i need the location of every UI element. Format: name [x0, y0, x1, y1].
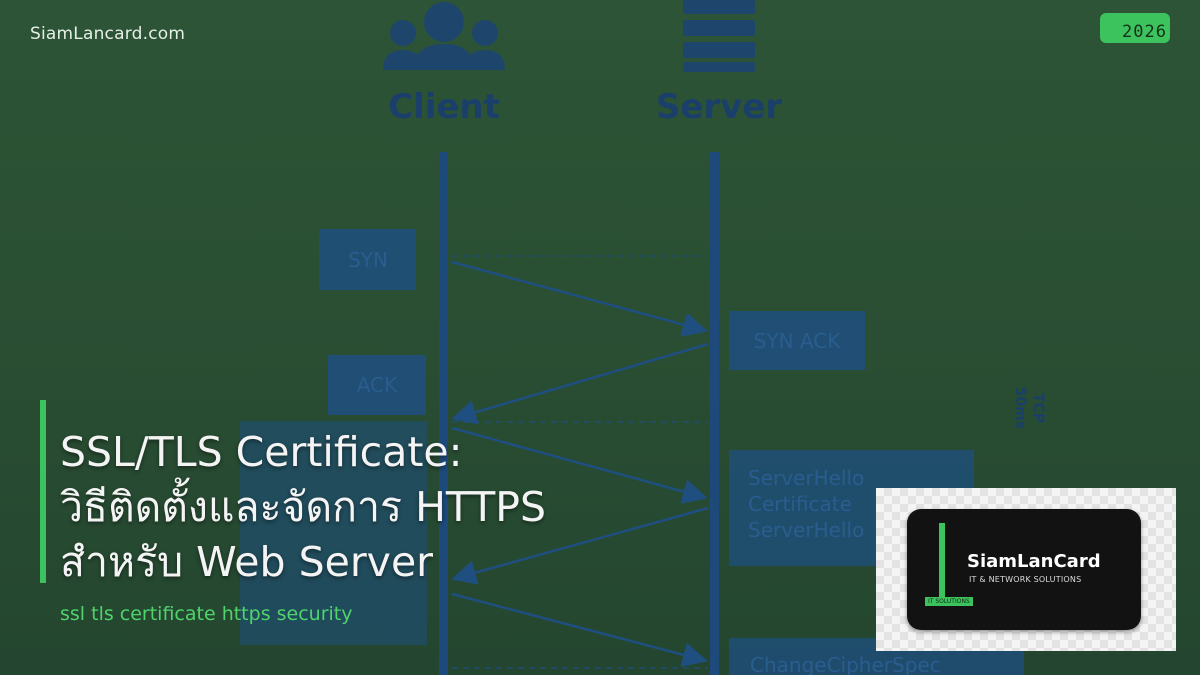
syn-box: SYN: [319, 229, 416, 290]
syn-label: SYN: [348, 248, 388, 272]
server-label: Server: [656, 87, 783, 127]
tcp-note: TCP: [1030, 393, 1046, 423]
client-label: Client: [388, 87, 500, 127]
brand-logo: SiamLanCard IT & NETWORK SOLUTIONS IT SO…: [876, 488, 1176, 651]
logo-card-inner: SiamLanCard IT & NETWORK SOLUTIONS IT SO…: [907, 509, 1141, 630]
article-title: SSL/TLS Certificate: วิธีติดตั้งและจัดกา…: [60, 425, 546, 590]
ack-label: ACK: [357, 373, 398, 397]
article-tags: ssl tls certificate https security: [60, 603, 353, 625]
logo-name: SiamLanCard: [967, 551, 1101, 572]
server-hello-line-3: ServerHello: [748, 518, 864, 542]
server-rack-icon: [683, 0, 755, 72]
title-line-2: วิธีติดตั้งและจัดการ HTTPS: [60, 483, 547, 531]
logo-stem: [939, 523, 945, 603]
year-badge: 2026: [1100, 13, 1170, 43]
syn-ack-label: SYN ACK: [754, 329, 842, 353]
site-name[interactable]: SiamLancard.com: [30, 24, 186, 44]
change-cipher-box: ChangeCipherSpec: [729, 638, 1024, 675]
server-hello-line-2: Certificate: [748, 492, 852, 516]
arrow-icon: [451, 260, 709, 668]
title-accent-bar: [40, 400, 46, 583]
ack-box: ACK: [328, 355, 426, 415]
server-hello-line-1: ServerHello: [748, 466, 864, 490]
client-hello-box: [240, 421, 427, 645]
logo-badge: IT SOLUTIONS: [925, 597, 973, 606]
syn-ack-box: SYN ACK: [729, 311, 865, 370]
tcp-time: 50ms: [1012, 387, 1028, 429]
server-lifeline: [710, 152, 719, 675]
logo-subtitle: IT & NETWORK SOLUTIONS: [969, 575, 1082, 584]
title-line-1: SSL/TLS Certificate:: [60, 428, 463, 476]
change-cipher-label: ChangeCipherSpec: [750, 653, 941, 675]
client-lifeline: [439, 152, 448, 675]
users-group-icon: [383, 2, 505, 70]
title-line-3: สำหรับ Web Server: [60, 538, 434, 586]
